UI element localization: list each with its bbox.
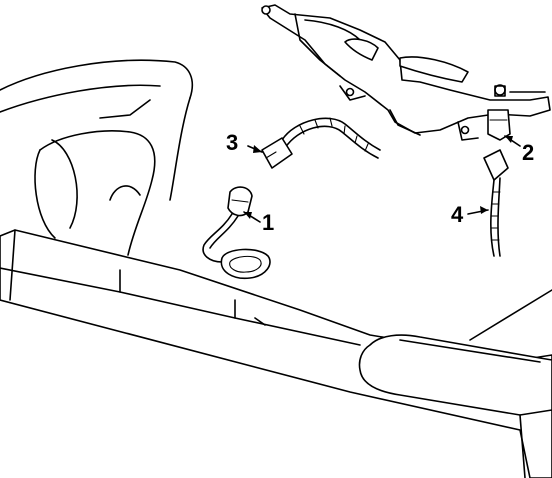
bumper [0,229,552,478]
part-3-harness [261,117,381,169]
mounting-bracket [261,4,551,141]
callout-arrows [243,135,521,223]
fender-outline [0,59,194,256]
callout-3: 3 [226,130,238,155]
part-2-socket [487,109,511,141]
callout-2: 2 [522,140,534,165]
callout-1: 1 [262,210,274,235]
part-1-lamp [202,186,271,280]
callout-4: 4 [451,202,464,227]
part-4-pigtail [483,149,509,257]
